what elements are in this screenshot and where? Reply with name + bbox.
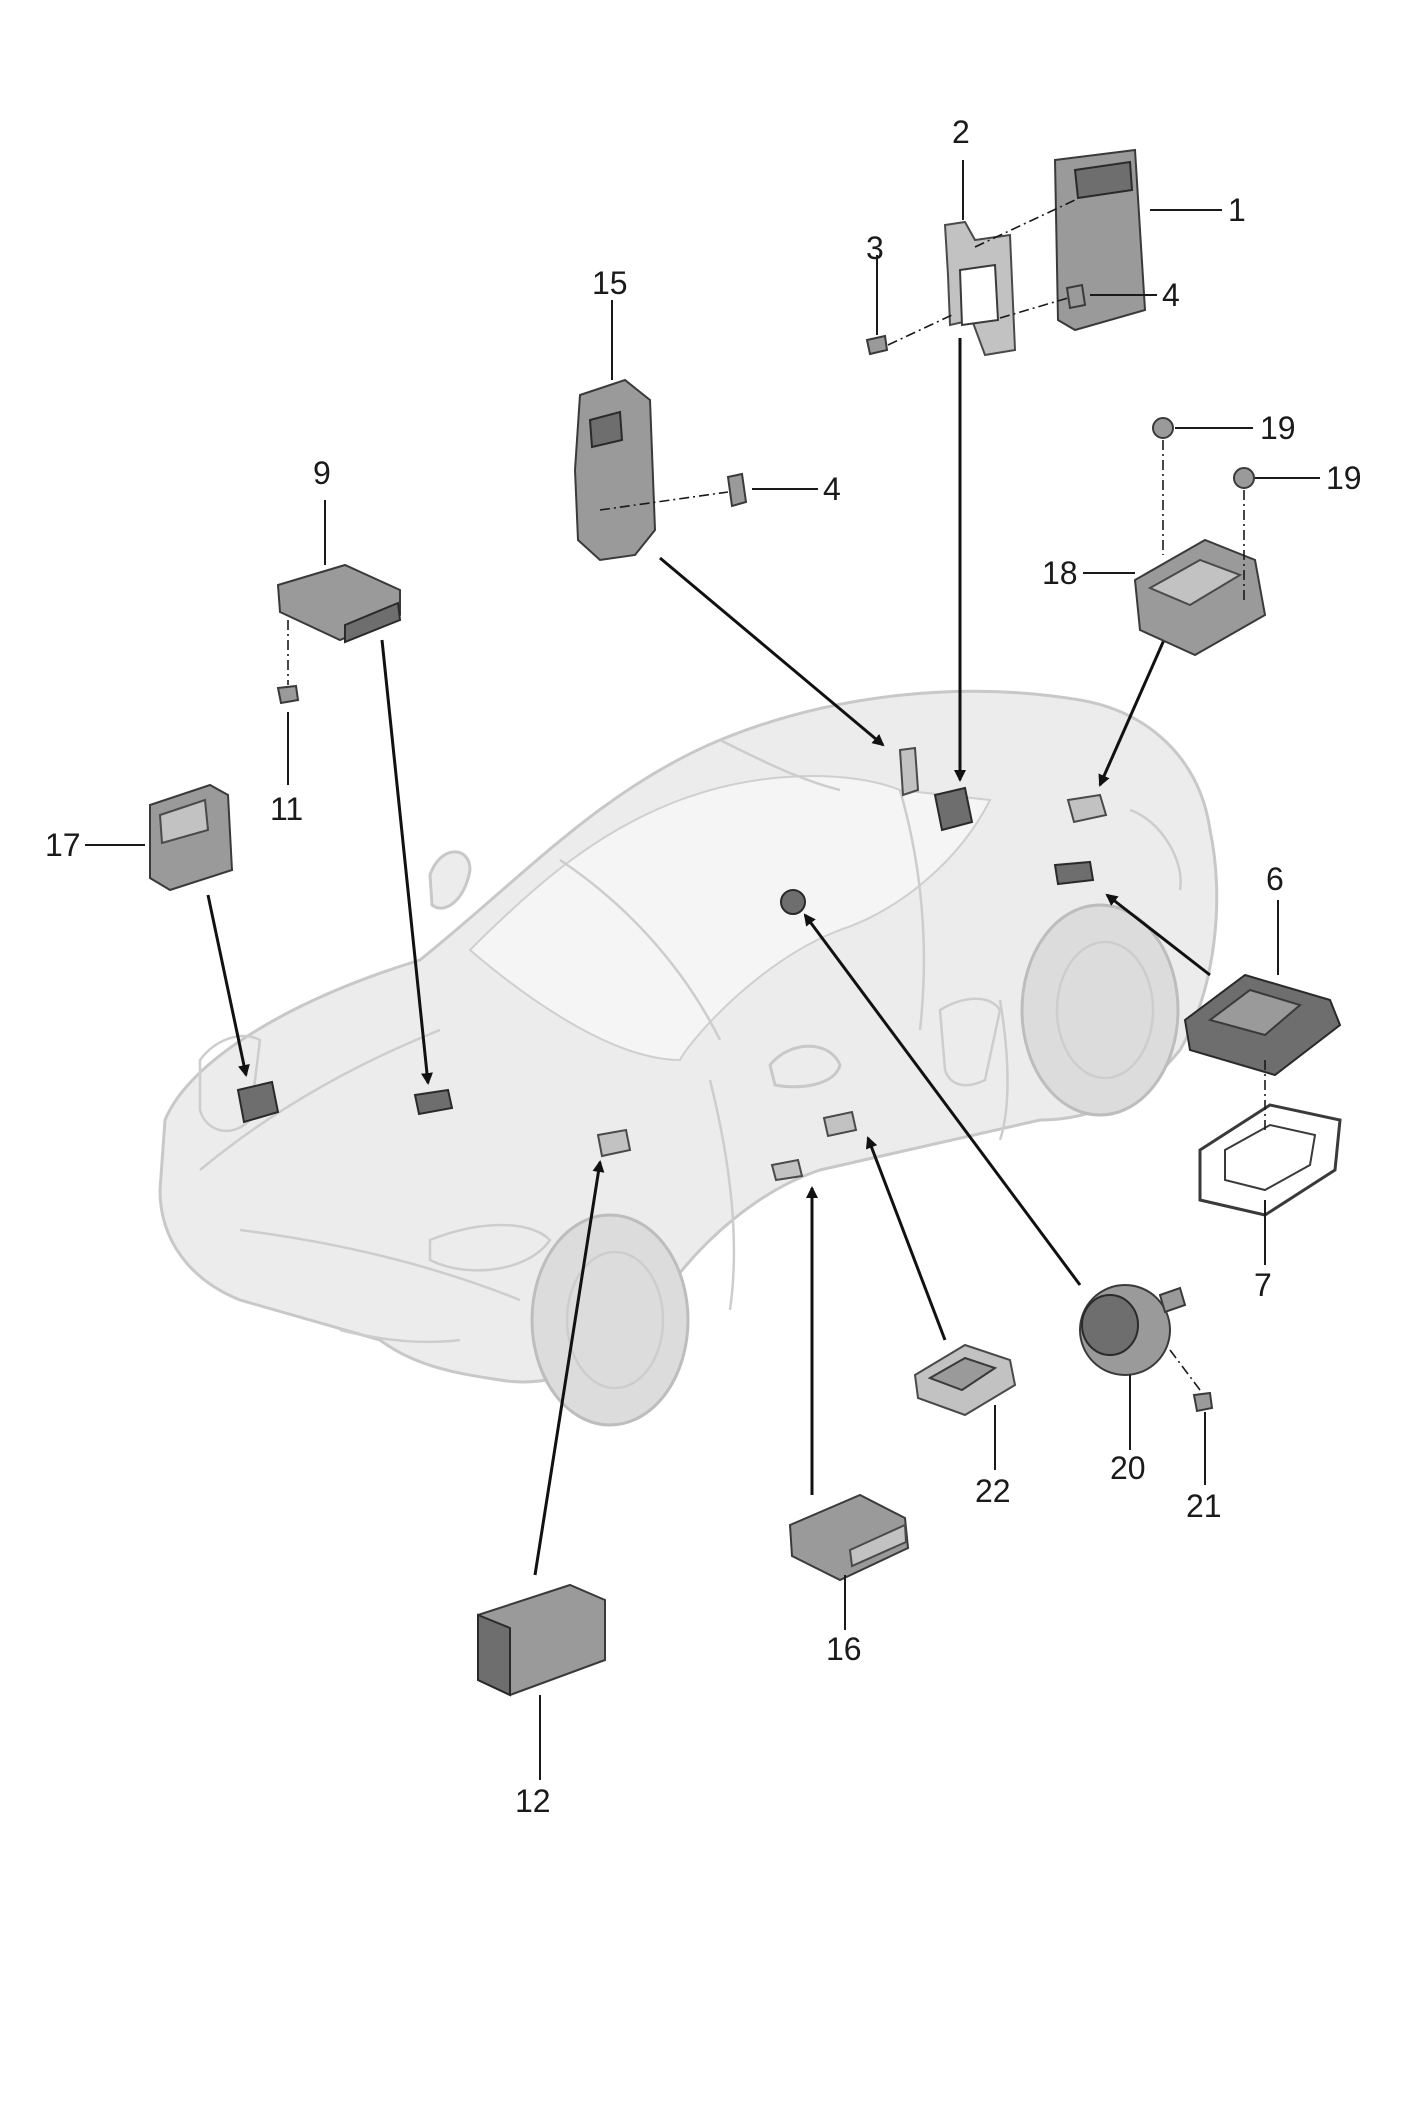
part-20 <box>1079 1284 1187 1376</box>
mounted-module-17 <box>236 1080 280 1124</box>
callout-6: 6 <box>1266 861 1284 897</box>
part-2 <box>943 220 1017 357</box>
callout-2: 2 <box>952 114 970 150</box>
part-9 <box>276 563 402 644</box>
callout-11: 11 <box>270 791 303 827</box>
callout-15: 15 <box>592 265 628 301</box>
callout-20: 20 <box>1110 1450 1146 1486</box>
part-21 <box>1192 1391 1214 1413</box>
callout-18: 18 <box>1042 555 1078 591</box>
mounted-module-1 <box>933 786 974 832</box>
callout-9: 9 <box>313 455 331 491</box>
callout-16: 16 <box>826 1631 862 1667</box>
mounted-module-16 <box>770 1158 804 1182</box>
assembly-lines <box>287 199 1266 1391</box>
part-3 <box>865 334 889 356</box>
callout-labels: 1 2 3 4 4 6 7 9 11 12 15 16 17 18 19 19 … <box>45 114 1362 1819</box>
callout-21: 21 <box>1186 1488 1222 1524</box>
car-illustration <box>158 689 1219 1427</box>
leader-lines <box>85 160 1320 1780</box>
callout-12: 12 <box>515 1783 551 1819</box>
callout-3: 3 <box>866 230 884 266</box>
mounted-module-18 <box>1066 793 1108 824</box>
arrows <box>206 338 1211 1576</box>
part-4b <box>726 472 748 508</box>
callout-22: 22 <box>975 1473 1011 1509</box>
mounted-module-6 <box>1053 860 1095 886</box>
mounted-module-22 <box>822 1110 858 1138</box>
part-4a <box>1065 283 1087 310</box>
mounted-module-12 <box>596 1128 632 1158</box>
mounted-module-9 <box>413 1088 454 1116</box>
part-15 <box>573 378 657 562</box>
part-6 <box>1183 973 1342 1077</box>
part-22 <box>913 1343 1017 1417</box>
callout-19b: 19 <box>1326 460 1362 496</box>
callout-4a: 4 <box>1162 277 1180 313</box>
part-19b <box>1233 467 1255 489</box>
mounted-parts <box>236 746 1108 1182</box>
part-16 <box>788 1493 910 1582</box>
mounted-module-15 <box>898 746 920 797</box>
part-12 <box>477 1583 606 1697</box>
part-18 <box>1133 538 1267 657</box>
callout-17: 17 <box>45 827 81 863</box>
callout-19a: 19 <box>1260 410 1296 446</box>
part-19a <box>1152 417 1174 439</box>
part-17 <box>149 783 234 892</box>
part-11 <box>276 684 300 705</box>
mounted-siren-20 <box>780 889 806 915</box>
callout-4b: 4 <box>823 471 841 507</box>
callout-1: 1 <box>1228 192 1246 228</box>
callout-7: 7 <box>1254 1267 1272 1303</box>
part-7 <box>1198 1103 1342 1217</box>
